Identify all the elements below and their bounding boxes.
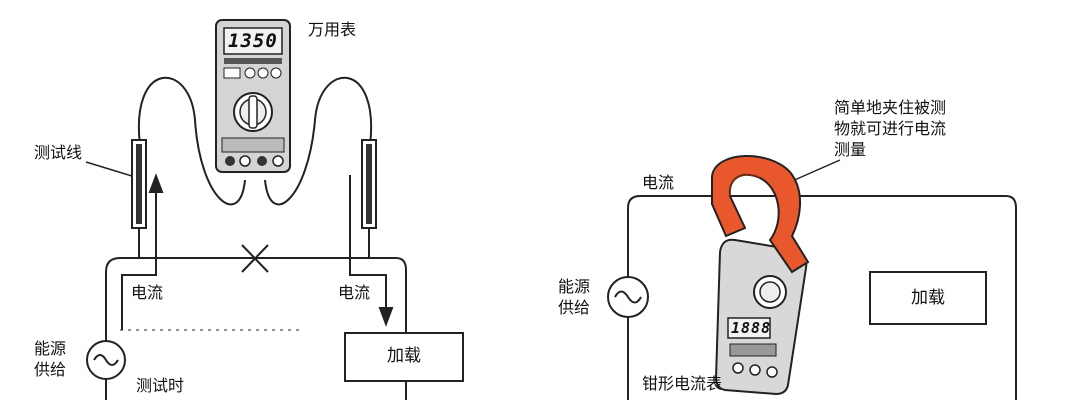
right-current-label: 电流 bbox=[642, 173, 675, 192]
left-test-lead-wire bbox=[137, 76, 246, 206]
right-load-box bbox=[869, 271, 987, 325]
left-circuit-wire bbox=[105, 257, 407, 400]
clamp-meter-display-reading: 1888 bbox=[731, 319, 772, 337]
left-current-label: 电流 bbox=[131, 283, 164, 302]
multimeter-icon bbox=[215, 19, 291, 173]
right-current-arrow bbox=[349, 175, 387, 318]
right-circuit-wire bbox=[627, 195, 1017, 400]
test-leads-label: 测试线 bbox=[34, 143, 83, 162]
left-ac-wave-icon bbox=[93, 354, 119, 366]
right-test-lead-wire bbox=[264, 76, 373, 206]
left-load-label: 加载 bbox=[387, 346, 421, 366]
clamp-note-leader-line bbox=[789, 159, 841, 183]
clamp-meter-icon bbox=[711, 155, 810, 396]
test-lead-leader-line bbox=[85, 161, 133, 177]
test-note-text: 测试时 bbox=[136, 376, 185, 395]
right-circuit bbox=[607, 159, 1017, 400]
clamp-meter-label: 钳形电流表 bbox=[642, 374, 723, 393]
left-current-arrow bbox=[121, 180, 157, 330]
left-power-label: 能源 供给 bbox=[34, 339, 67, 379]
clamp-note-text: 简单地夹住被测 物就可进行电流 测量 bbox=[834, 98, 947, 159]
left-circuit bbox=[85, 76, 464, 400]
left-current-arrow-head bbox=[148, 173, 164, 193]
multimeter-display-reading: 1350 bbox=[228, 30, 278, 52]
broken-connection-x-icon bbox=[241, 244, 269, 273]
left-load-box bbox=[344, 332, 464, 382]
right-current-label: 电流 bbox=[338, 283, 371, 302]
right-power-label: 能源 供给 bbox=[558, 277, 591, 317]
right-ac-wave-icon bbox=[614, 290, 642, 304]
right-load-label: 加载 bbox=[911, 288, 945, 308]
multimeter-label: 万用表 bbox=[308, 20, 357, 39]
right-current-arrow-head bbox=[378, 307, 394, 327]
